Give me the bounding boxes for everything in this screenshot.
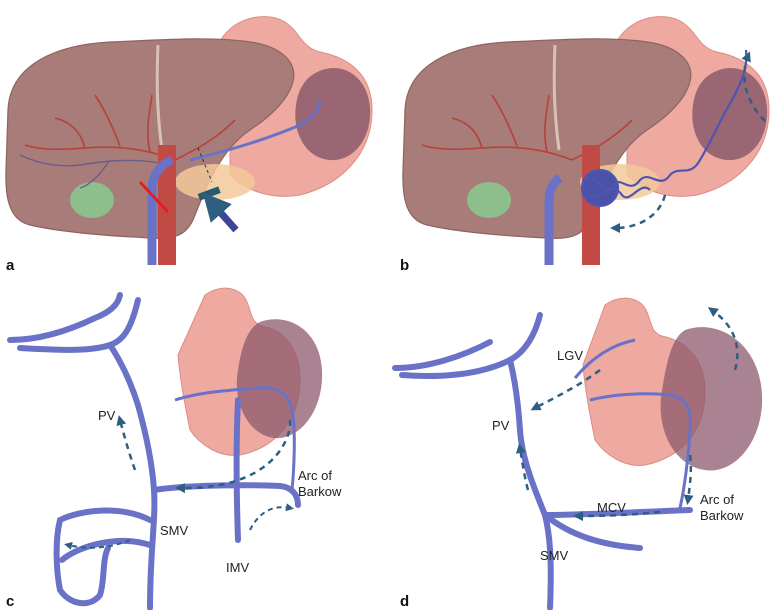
portal-vein-a (147, 155, 174, 265)
spleen-c (236, 319, 323, 439)
panel-c: PV SMV IMV Arc of Barkow c (6, 287, 342, 610)
resection-line-a (138, 180, 170, 214)
arrow-smv-c (64, 539, 131, 550)
arrow-lgv-d (530, 368, 601, 411)
label-pv-c: PV (98, 408, 116, 423)
pancreas-a (175, 164, 255, 200)
panel-a: a (5, 16, 373, 274)
label-arc-c-1: Arc of (298, 468, 332, 483)
short-gastric-d (589, 392, 692, 509)
ivc-a (158, 145, 176, 265)
collateral-varices-b (580, 49, 748, 208)
panel-b: b (400, 16, 770, 274)
label-arc-c-2: Barkow (298, 484, 342, 499)
portal-vein-b (544, 174, 563, 265)
arrow-pv-c (116, 415, 137, 471)
label-arc-d-1: Arc of (700, 492, 734, 507)
spleen-d (660, 327, 763, 471)
label-mcv-d: MCV (597, 500, 626, 515)
falciform-ligament-b (552, 44, 561, 151)
arrow-top-d (707, 307, 739, 371)
label-pv-d: PV (492, 418, 510, 433)
portal-system-c (7, 292, 301, 610)
splenic-vein-a (189, 99, 322, 162)
short-gastric-c (174, 386, 296, 491)
portal-branches-a (19, 154, 171, 189)
lgv-d (573, 338, 636, 379)
arrow-arc-c (175, 419, 292, 494)
panel-d: LGV PV SMV MCV Arc of Barkow d (392, 297, 763, 610)
portal-system-d (392, 312, 693, 610)
imv-c (233, 397, 241, 543)
label-lgv-d: LGV (557, 348, 583, 363)
arrow-imv-c (249, 503, 294, 531)
panel-letter-a: a (6, 257, 15, 274)
collateral-arrow-upper-b (741, 51, 766, 122)
label-imv-c: IMV (226, 560, 249, 575)
spleen-b (692, 67, 768, 161)
arrow-a (202, 192, 239, 233)
gallbladder-b (467, 182, 511, 218)
collateral-arrow-lower-b (610, 194, 667, 233)
label-smv-c: SMV (160, 523, 189, 538)
panel-letter-b: b (400, 257, 409, 274)
label-smv-d: SMV (540, 548, 569, 563)
panel-letter-d: d (400, 593, 409, 610)
hepatic-artery-branches-b (421, 94, 633, 161)
arrow-arc-d (683, 454, 694, 505)
gallbladder-a (70, 182, 114, 218)
label-arc-d-2: Barkow (700, 508, 744, 523)
hepatic-artery-branches-a (24, 94, 236, 161)
suture-line-a (197, 147, 213, 183)
arrow-pv-d (515, 443, 530, 491)
spleen-a (295, 67, 371, 161)
panel-letter-c: c (6, 593, 14, 610)
portal-vein-d (399, 312, 543, 380)
falciform-ligament-a (155, 44, 164, 151)
